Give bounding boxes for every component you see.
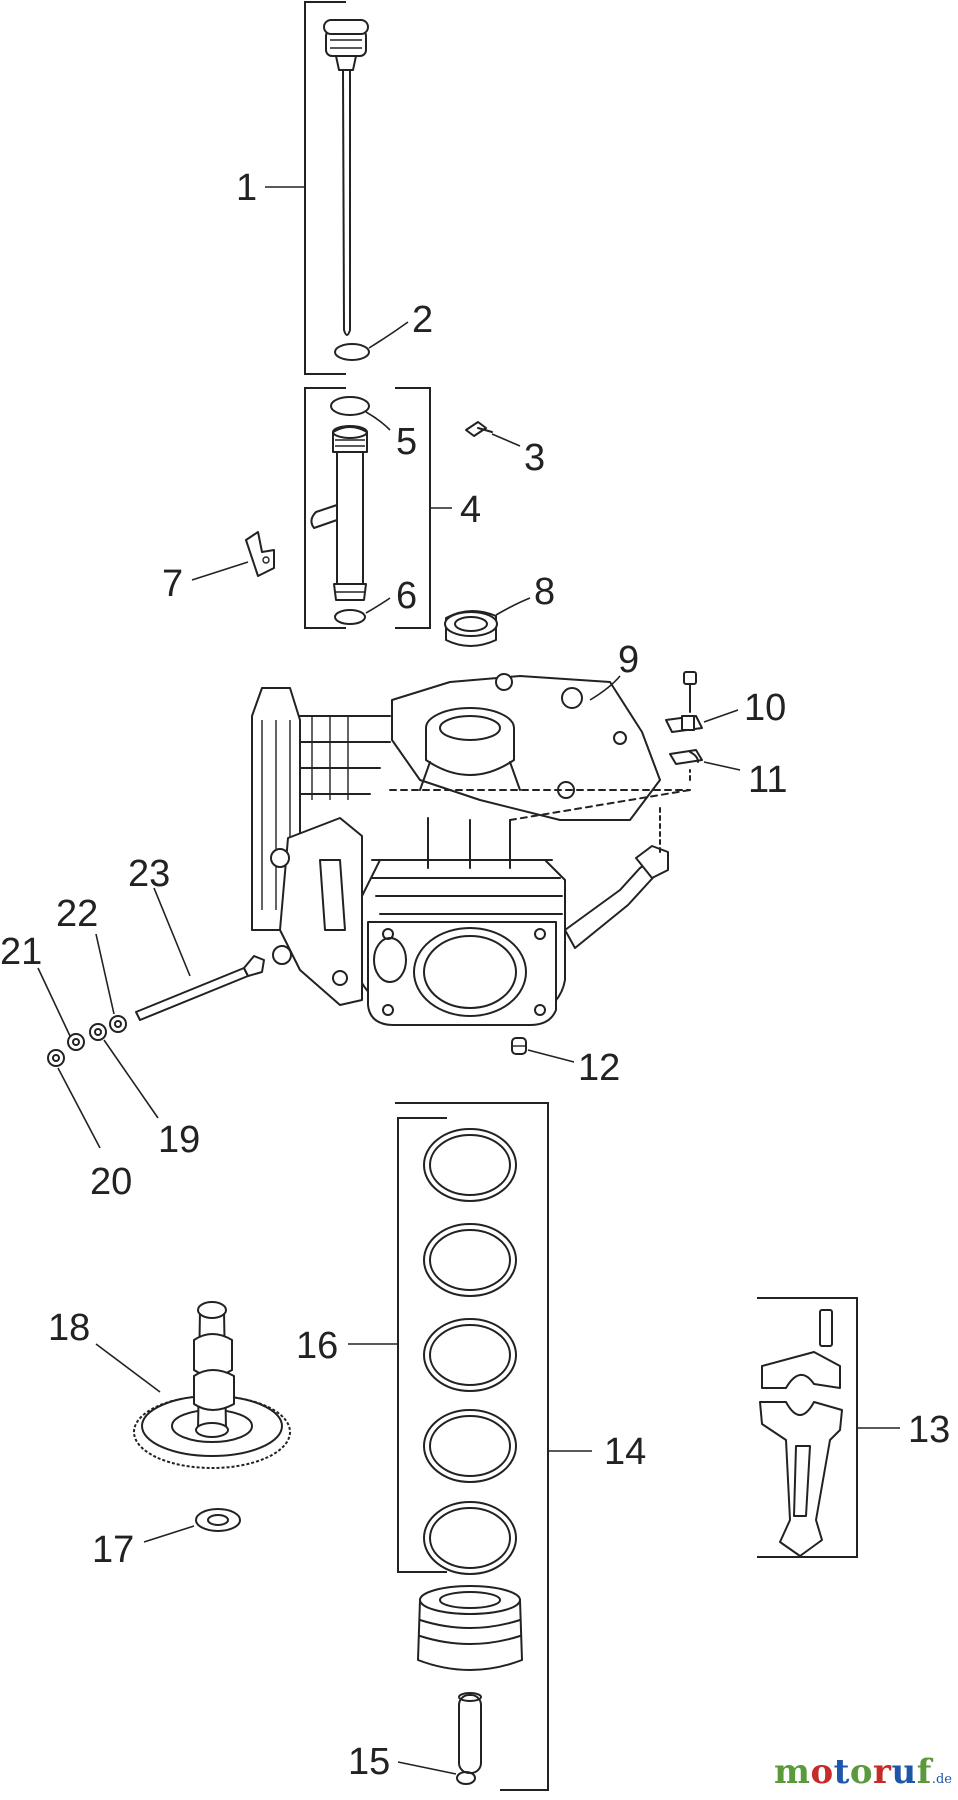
leader-line xyxy=(365,597,391,614)
piston-pin-icon xyxy=(458,1692,482,1774)
callout-11: 11 xyxy=(748,759,787,801)
watermark-letter: u xyxy=(891,1752,917,1792)
o-ring-icon xyxy=(334,609,366,625)
o-ring-icon xyxy=(330,396,370,416)
leader-line xyxy=(95,1343,161,1393)
washer-icon xyxy=(195,1508,241,1532)
callout-13: 13 xyxy=(908,1409,950,1451)
callout-7: 7 xyxy=(162,563,183,605)
watermark-letter: o xyxy=(810,1752,834,1792)
piston-ring-icon xyxy=(423,1501,517,1575)
callout-20: 20 xyxy=(90,1161,132,1203)
callout-9: 9 xyxy=(618,639,639,681)
callout-8: 8 xyxy=(534,571,555,613)
governor-shaft-icon xyxy=(135,955,265,1021)
watermark-brand: motoruf xyxy=(774,1752,932,1792)
bracket-group-13 xyxy=(757,1297,900,1558)
leader-line xyxy=(589,675,621,701)
callout-14: 14 xyxy=(604,1431,646,1473)
piston-ring-icon xyxy=(423,1128,517,1202)
connecting-rod-icon xyxy=(759,1309,843,1557)
callout-3: 3 xyxy=(524,437,545,479)
bracket-icon xyxy=(245,531,275,577)
callout-15: 15 xyxy=(348,1741,390,1783)
leader-line xyxy=(703,709,739,723)
callout-16: 16 xyxy=(296,1325,338,1367)
callout-21: 21 xyxy=(0,931,42,973)
fill-tube-icon xyxy=(310,425,368,601)
leader-line xyxy=(143,1525,195,1543)
dipstick-icon xyxy=(323,19,369,336)
camshaft-gear-icon xyxy=(133,1301,291,1469)
motoruf-watermark-logo: motoruf.de xyxy=(774,1752,952,1792)
callout-6: 6 xyxy=(396,575,417,617)
clip-icon xyxy=(669,749,703,765)
crankcase-cylinder-icon xyxy=(251,673,691,1026)
watermark-letter: t xyxy=(833,1752,850,1792)
watermark-letter: m xyxy=(773,1752,811,1792)
leader-line xyxy=(397,1761,457,1775)
piston-icon xyxy=(417,1585,523,1671)
leader-line xyxy=(57,1067,101,1149)
watermark-letter: f xyxy=(916,1752,932,1792)
bracket-line xyxy=(304,1,346,375)
leader-line xyxy=(495,597,531,616)
callout-17: 17 xyxy=(92,1529,134,1571)
watermark-letter: r xyxy=(873,1752,892,1792)
callout-4: 4 xyxy=(460,489,481,531)
callout-2: 2 xyxy=(412,299,433,341)
callout-12: 12 xyxy=(578,1047,620,1089)
leader-line xyxy=(153,887,191,977)
piston-ring-icon xyxy=(423,1409,517,1483)
bracket-line xyxy=(395,1102,549,1791)
leader-line xyxy=(191,561,249,581)
leader-line xyxy=(37,967,71,1037)
bracket-line xyxy=(304,387,346,629)
bolt-icon xyxy=(665,671,703,733)
washer-icon xyxy=(109,1015,127,1033)
piston-ring-icon xyxy=(423,1223,517,1297)
bracket-group-1 xyxy=(265,1,346,375)
watermark-tld: .de xyxy=(931,1772,952,1787)
callout-18: 18 xyxy=(48,1307,90,1349)
bracket-line xyxy=(397,1117,447,1573)
bracket-group-16 xyxy=(348,1117,447,1573)
leader-line xyxy=(95,933,115,1015)
callout-1: 1 xyxy=(236,167,257,209)
bracket-group-14 xyxy=(395,1102,592,1791)
leader-line xyxy=(365,411,391,431)
watermark-letter: o xyxy=(849,1752,874,1792)
leader-line xyxy=(103,1039,159,1119)
callout-19: 19 xyxy=(158,1119,200,1161)
nut-icon xyxy=(89,1023,107,1041)
retainer-clip-icon xyxy=(456,1771,476,1785)
screw-icon xyxy=(465,421,493,437)
washer-icon xyxy=(67,1033,85,1051)
callout-10: 10 xyxy=(744,687,786,729)
callout-23: 23 xyxy=(128,853,170,895)
callout-5: 5 xyxy=(396,421,417,463)
nut-icon xyxy=(47,1049,65,1067)
plug-icon xyxy=(511,1037,527,1055)
leader-line xyxy=(368,321,409,349)
callout-22: 22 xyxy=(56,893,98,935)
bracket-group-4 xyxy=(304,387,452,629)
piston-ring-icon xyxy=(423,1318,517,1392)
oil-seal-icon xyxy=(444,610,498,647)
o-ring-icon xyxy=(334,343,370,361)
leader-line xyxy=(527,1049,575,1063)
leader-line xyxy=(491,433,521,447)
leader-line xyxy=(703,761,741,771)
